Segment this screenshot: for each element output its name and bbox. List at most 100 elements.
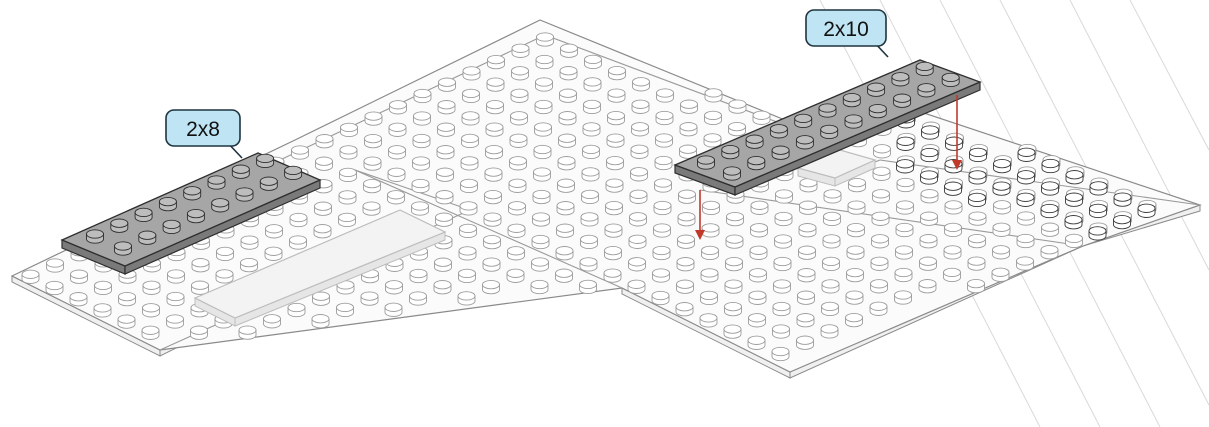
stud [558,179,575,192]
stud [337,303,354,316]
stud [921,212,938,225]
stud [1017,257,1034,270]
stud [678,235,695,248]
stud [556,269,573,282]
plate-2x10-stud [819,104,836,117]
stud [264,315,281,328]
stud [1041,204,1058,217]
stud [483,258,500,271]
stud [652,291,669,304]
plate-2x10-stud [916,62,933,75]
stud [797,314,814,327]
stud [705,111,722,124]
stud [412,202,429,215]
stud [822,302,839,315]
stud [776,190,793,203]
stud [560,67,577,80]
plate-2x10-stud [795,114,812,127]
stud [385,303,402,316]
stud [774,280,791,293]
stud [897,201,914,214]
stud [798,291,815,304]
stud [241,258,258,271]
plate-2x10-stud [748,156,765,169]
stud [534,168,551,181]
stud [460,224,477,237]
stud [631,145,648,158]
stud [608,89,625,102]
stud [512,44,529,57]
stud [897,137,914,150]
stud [191,326,208,339]
plate-2x10-stud [796,136,813,149]
stud [508,224,525,237]
stud [537,33,554,46]
plate-2x10-stud [892,73,909,86]
stud [606,179,623,192]
stud [608,111,625,124]
stud [726,257,743,270]
stud [1066,234,1083,247]
stud [361,292,378,305]
stud [316,135,333,148]
stud [340,146,357,159]
stud [945,182,962,195]
stud [848,223,865,236]
stud [726,235,743,248]
stud [970,148,987,161]
stud [870,302,887,315]
stud [410,269,427,282]
stud [729,100,746,113]
stud [1017,234,1034,247]
stud [512,67,529,80]
plate-2x8-stud [212,199,229,212]
plate-2x8-stud [236,188,253,201]
stud [167,315,184,328]
stud [1042,159,1059,172]
stud [459,247,476,260]
plate-2x10-stud [942,73,959,86]
plate-2x8-stud [208,176,225,189]
stud [921,190,938,203]
stud [47,259,64,272]
stud [654,201,671,214]
stud [798,269,815,282]
stud [677,280,694,293]
stud [414,89,431,102]
plate-2x10-stud [722,145,739,158]
stud [873,190,890,203]
stud [94,304,111,317]
stud [873,167,890,180]
stud [632,100,649,113]
stud [655,156,672,169]
stud [364,179,381,192]
stud [653,246,670,259]
stud [239,326,256,339]
stud [531,280,548,293]
plate-2x8-stud [87,230,104,243]
stud [969,171,986,184]
stud [993,246,1010,259]
stud [606,201,623,214]
stud [458,292,475,305]
stud [1090,182,1107,195]
stud [462,134,479,147]
stud [725,302,742,315]
stud [849,178,866,191]
stud [921,148,938,161]
stud [1018,148,1035,161]
stud [701,269,718,282]
stud [605,246,622,259]
stud [729,122,746,135]
stud [750,269,767,282]
stud [969,193,986,206]
stud [585,55,602,68]
stud [680,123,697,136]
stud [192,259,209,272]
stud [822,280,839,293]
stud [630,190,647,203]
stud [316,157,333,170]
callout-2x10-label: 2x10 [823,18,869,41]
stud [363,202,380,215]
